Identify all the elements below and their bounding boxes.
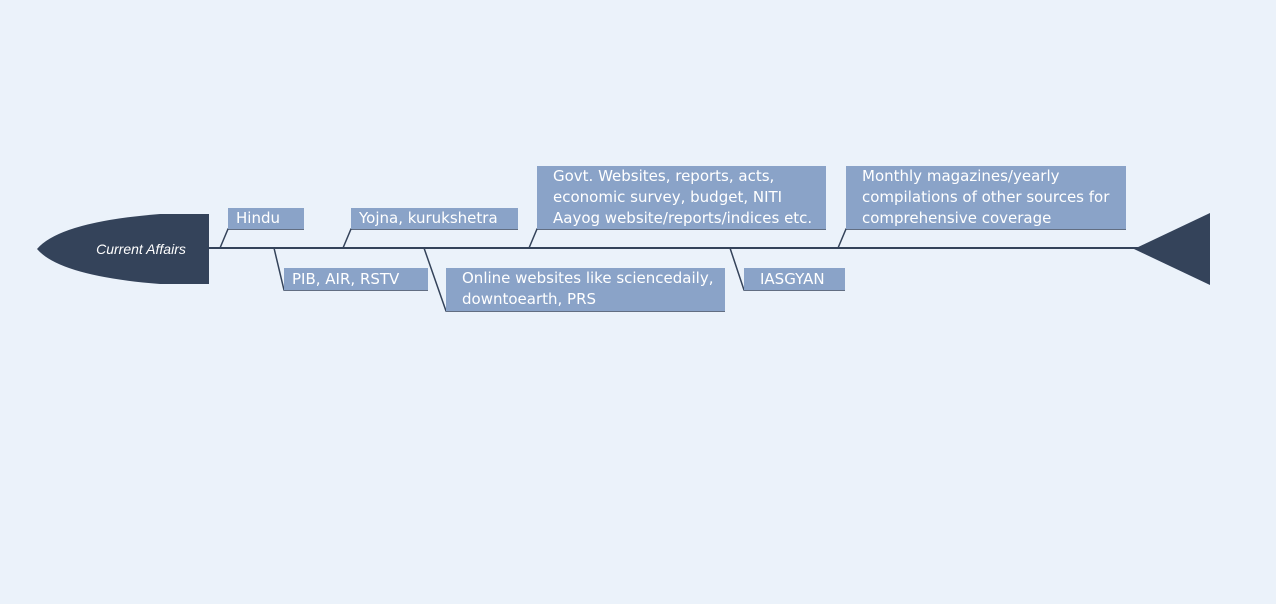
topic-hindu: Hindu (228, 208, 304, 229)
fish-tail-shape (1134, 213, 1210, 285)
topic-text: Monthly magazines/yearly (862, 167, 1060, 185)
topic-text: Yojna, kurukshetra (359, 209, 498, 227)
bone-online (423, 247, 725, 312)
topic-pib: PIB, AIR, RSTV (284, 268, 428, 290)
topic-yojna: Yojna, kurukshetra (351, 208, 518, 229)
topic-text: Aayog website/reports/indices etc. (553, 209, 813, 227)
topic-text: compilations of other sources for (862, 188, 1110, 206)
topic-text: comprehensive coverage (862, 209, 1052, 227)
topic-text: Online websites like sciencedaily, (462, 269, 714, 287)
topic-online: Online websites like sciencedaily, downt… (446, 268, 725, 311)
bone-monthly (837, 228, 1126, 249)
bone-pib (273, 247, 428, 291)
bone-iasgyan (729, 247, 845, 291)
topic-text: IASGYAN (760, 270, 825, 288)
head-label: Current Affairs (96, 241, 186, 257)
topic-text: economic survey, budget, NITI (553, 188, 783, 206)
topic-govt: Govt. Websites, reports, acts, economic … (537, 166, 826, 229)
topic-text: PIB, AIR, RSTV (292, 270, 400, 288)
fish-head-shape (37, 214, 209, 284)
topic-text: Govt. Websites, reports, acts, (553, 167, 775, 185)
topic-text: downtoearth, PRS (462, 290, 597, 308)
bone-hindu (219, 228, 304, 249)
topic-text: Hindu (236, 209, 280, 227)
bone-govt (528, 228, 826, 249)
topic-iasgyan: IASGYAN (744, 268, 845, 290)
bone-yojna (342, 228, 518, 249)
topic-monthly: Monthly magazines/yearly compilations of… (846, 166, 1126, 229)
